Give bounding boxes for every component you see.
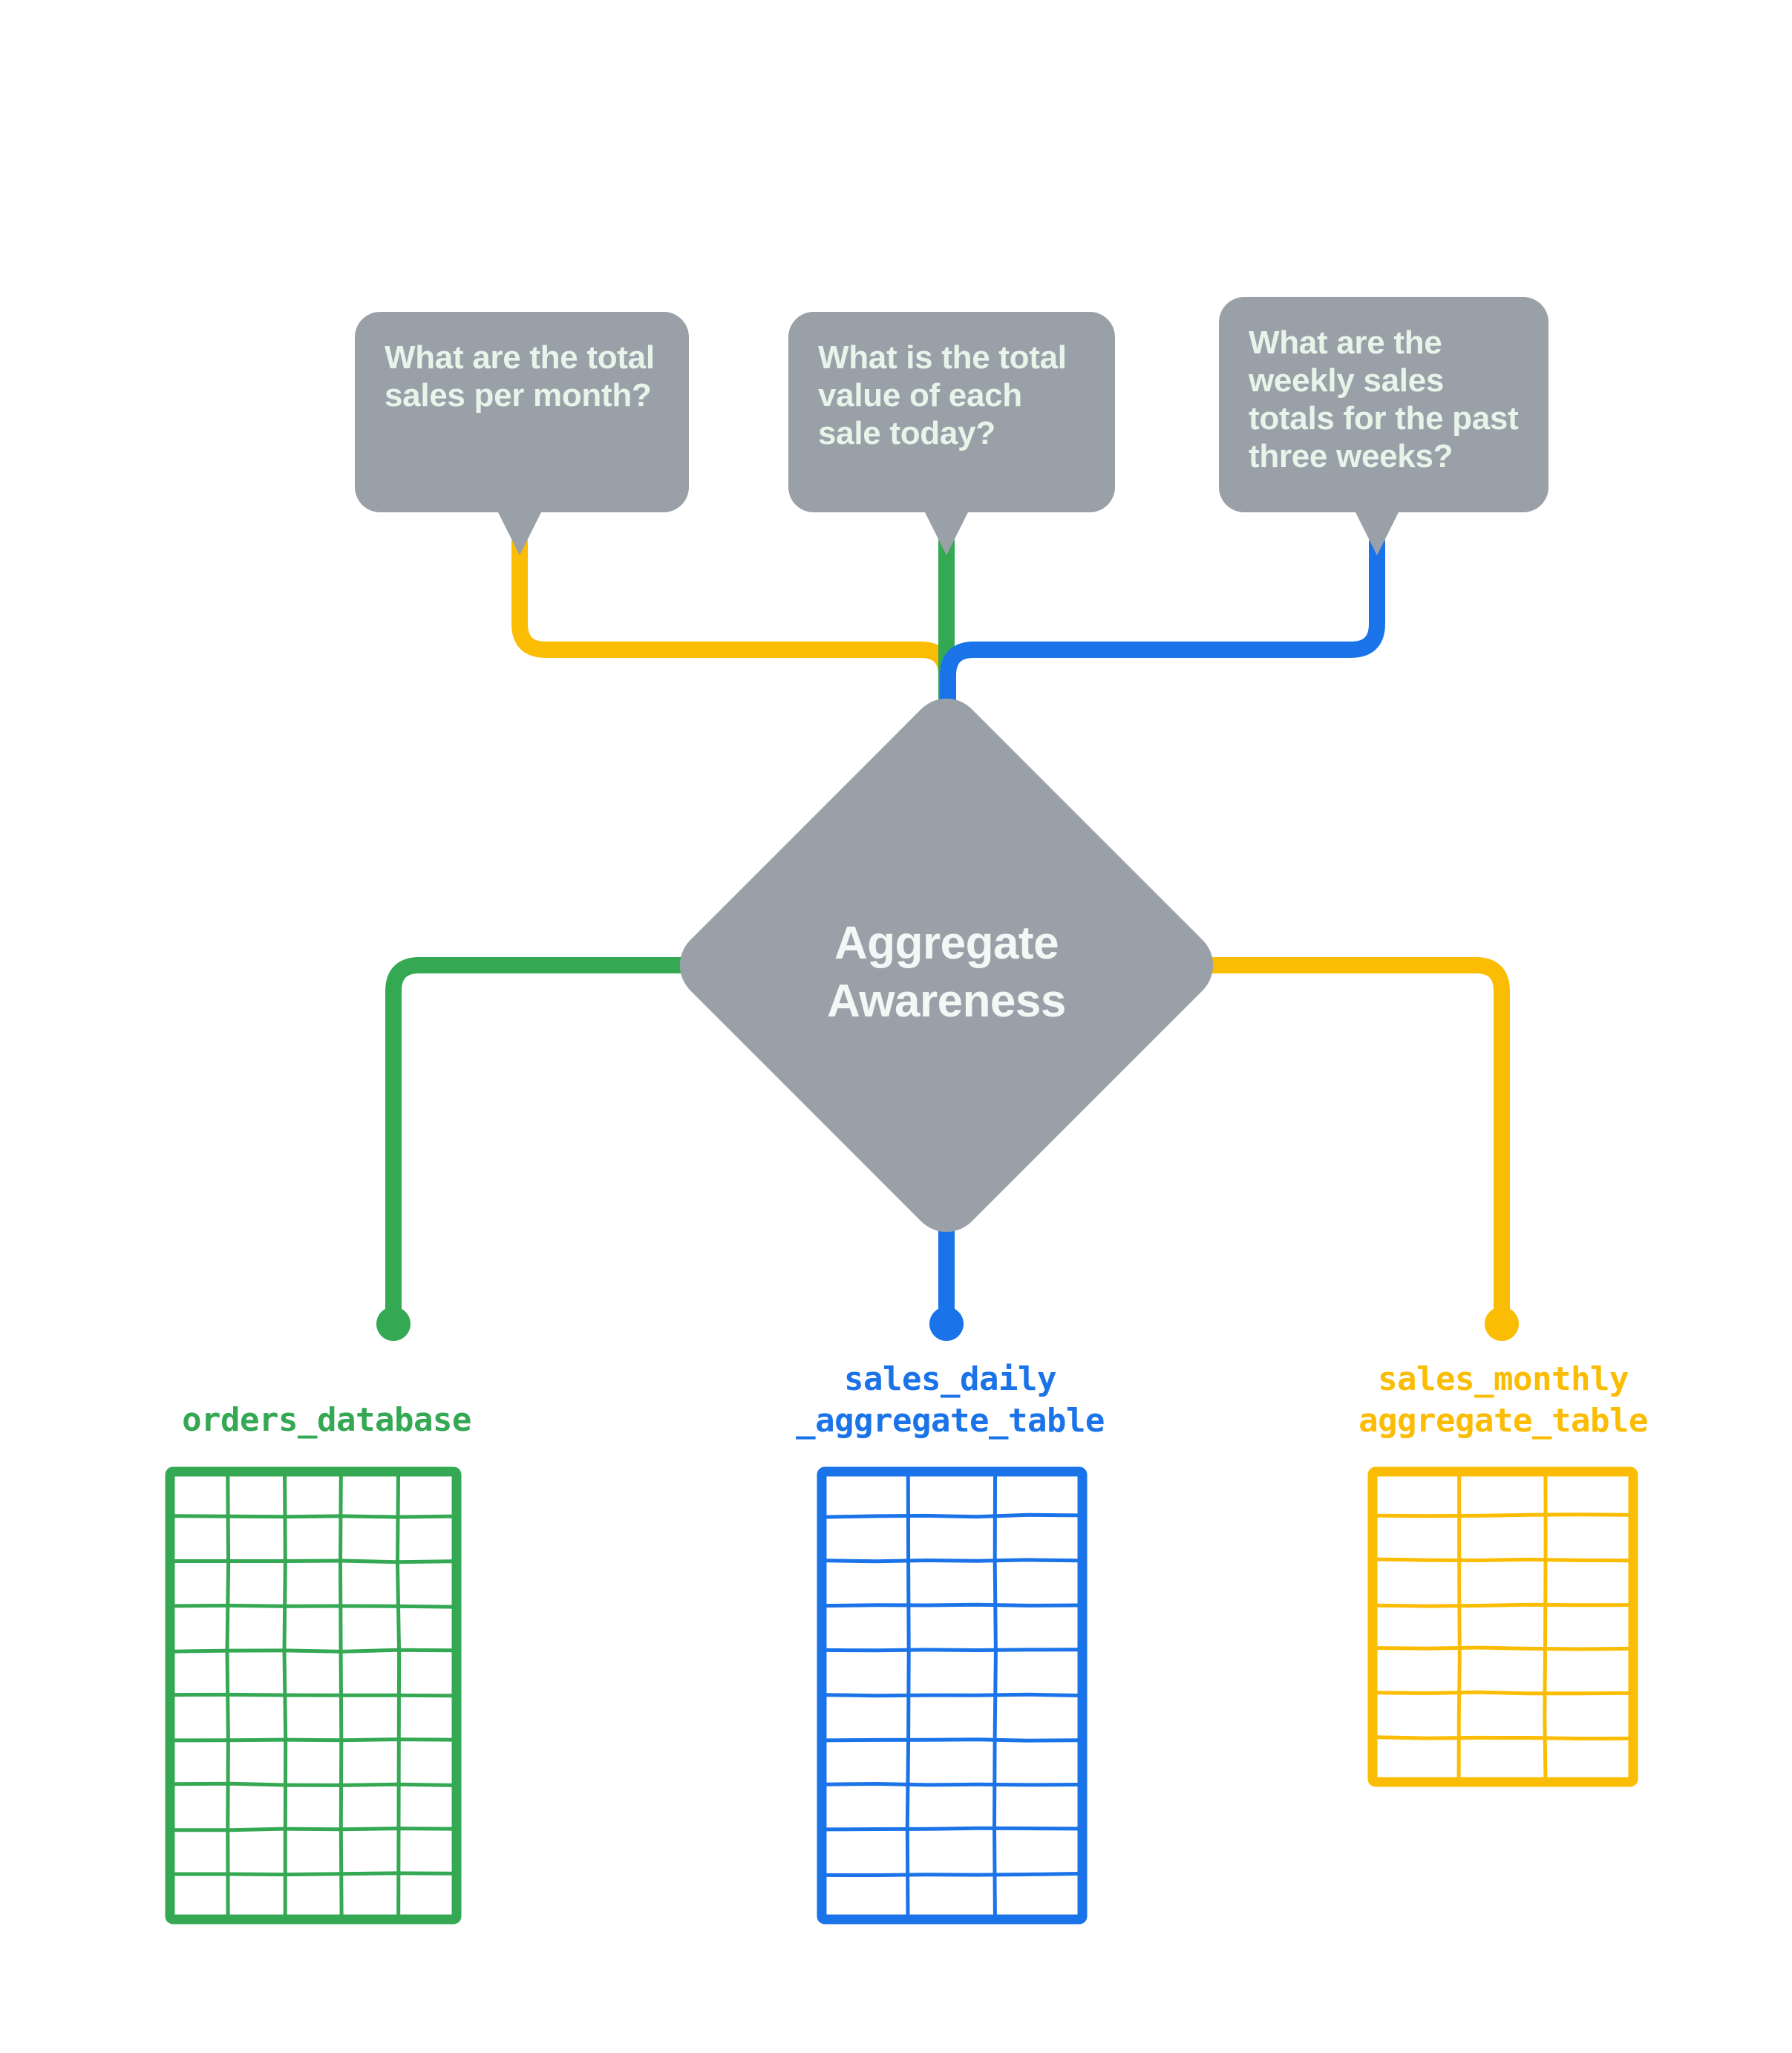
- table-sales-monthly-aggregate[interactable]: [1367, 1466, 1638, 1787]
- table-row-divider: [172, 1514, 454, 1519]
- source-label-sales-daily-aggregate-table: sales_daily _aggregate_table: [796, 1360, 1105, 1440]
- table-row-divider: [172, 1827, 454, 1832]
- bubble-tail-icon: [497, 511, 542, 555]
- source-label-sales-monthly-aggregate-table: sales_monthly aggregate_table: [1358, 1360, 1648, 1440]
- table-row-divider: [1375, 1602, 1631, 1608]
- wire-yellow-question: [511, 534, 955, 784]
- source-label-orders-database: orders_database: [182, 1401, 471, 1439]
- question-bubble-monthly[interactable]: What are the total sales per month?: [355, 312, 689, 555]
- question-bubble-weekly[interactable]: What are the weekly sales totals for the…: [1219, 297, 1549, 555]
- table-row-divider: [824, 1558, 1080, 1564]
- table-row-divider: [824, 1512, 1080, 1519]
- table-row-divider: [172, 1871, 454, 1877]
- table-row-divider: [824, 1781, 1080, 1787]
- table-orders-database[interactable]: [165, 1466, 462, 1925]
- table-row-divider: [1375, 1735, 1631, 1741]
- aggregate-awareness-label: Aggregate Awareness: [827, 918, 1066, 1028]
- endpoint-dot-orders: [376, 1307, 411, 1341]
- wire-blue-question: [940, 534, 1385, 784]
- table-row-divider: [824, 1692, 1080, 1698]
- endpoint-dot-monthly: [1485, 1307, 1519, 1341]
- table-row-divider: [1375, 1512, 1631, 1518]
- table-row-divider: [172, 1781, 454, 1787]
- table-row-divider: [172, 1648, 454, 1654]
- wire-green-source: [385, 957, 758, 1332]
- table-row-divider: [172, 1558, 454, 1564]
- question-bubble-daily[interactable]: What is the total value of each sale tod…: [788, 312, 1115, 555]
- table-row-divider: [172, 1603, 454, 1609]
- endpoint-dot-daily: [929, 1307, 964, 1341]
- bubble-tail-icon: [1355, 511, 1399, 555]
- table-column-divider: [1543, 1474, 1548, 1780]
- table-row-divider: [824, 1826, 1080, 1832]
- table-row-divider: [1375, 1557, 1631, 1563]
- question-bubble-text: What are the total sales per month?: [385, 339, 655, 414]
- question-bubble-text: What are the weekly sales totals for the…: [1249, 324, 1519, 475]
- table-row-divider: [824, 1872, 1080, 1878]
- table-row-divider: [824, 1648, 1080, 1653]
- table-row-divider: [1375, 1690, 1631, 1696]
- table-border: [165, 1466, 462, 1925]
- question-bubble-text: What is the total value of each sale tod…: [818, 339, 1067, 452]
- wire-yellow-source: [1135, 957, 1510, 1332]
- table-row-divider: [172, 1692, 454, 1698]
- table-border: [1367, 1466, 1638, 1787]
- bubble-tail-icon: [924, 511, 969, 555]
- table-row-divider: [1375, 1645, 1631, 1651]
- table-border: [817, 1466, 1088, 1925]
- table-sales-daily-aggregate[interactable]: [817, 1466, 1088, 1925]
